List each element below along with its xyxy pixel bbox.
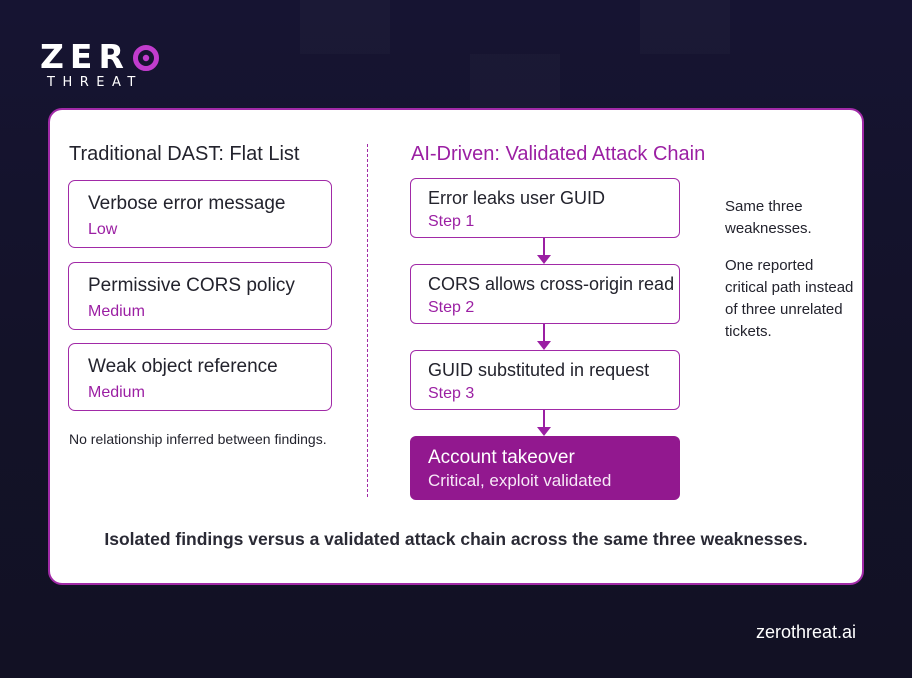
background-tile — [470, 54, 560, 108]
outcome-card: Account takeover Critical, exploit valid… — [410, 436, 680, 500]
footer-url: zerothreat.ai — [756, 622, 857, 642]
logo-wordmark: ZER — [40, 40, 160, 74]
left-column-note: No relationship inferred between finding… — [69, 431, 327, 447]
logo-subtitle: THREAT — [47, 75, 143, 90]
column-divider — [367, 144, 368, 497]
side-note: Same three weaknesses. — [725, 198, 812, 237]
background-tile — [300, 0, 390, 54]
chain-step: CORS allows cross-origin read Step 2 — [410, 264, 680, 324]
finding-severity: Low — [88, 221, 118, 238]
down-arrow-icon — [537, 410, 551, 436]
zerothreat-logo: ZER THREAT — [40, 40, 180, 92]
finding-name: Verbose error message — [88, 193, 286, 214]
down-arrow-icon — [537, 238, 551, 264]
left-column-title: Traditional DAST: Flat List — [69, 143, 300, 165]
logo-letters: ZER — [40, 37, 130, 76]
outcome-name: Account takeover — [428, 447, 575, 468]
right-column-title: AI-Driven: Validated Attack Chain — [411, 143, 706, 165]
step-name: GUID substituted in request — [428, 360, 650, 380]
step-name: CORS allows cross-origin read — [428, 274, 675, 294]
chain-step: GUID substituted in request Step 3 — [410, 350, 680, 410]
logo-ring-icon — [132, 44, 159, 71]
finding-card: Verbose error message Low — [68, 180, 332, 248]
finding-severity: Medium — [88, 384, 145, 401]
step-label: Step 3 — [428, 385, 475, 402]
finding-card: Permissive CORS policy Medium — [68, 262, 332, 330]
side-note: One reported critical path instead of th… — [725, 257, 854, 340]
step-label: Step 2 — [428, 299, 475, 316]
background-tile — [640, 0, 730, 54]
down-arrow-icon — [537, 324, 551, 350]
card-caption: Isolated findings versus a validated att… — [104, 529, 808, 549]
comparison-card: Traditional DAST: Flat List AI-Driven: V… — [48, 108, 864, 585]
finding-card: Weak object reference Medium — [68, 343, 332, 411]
step-name: Error leaks user GUID — [428, 188, 606, 208]
finding-name: Weak object reference — [88, 356, 278, 377]
chain-step: Error leaks user GUID Step 1 — [410, 178, 680, 238]
finding-severity: Medium — [88, 303, 145, 320]
outcome-detail: Critical, exploit validated — [428, 471, 612, 490]
step-label: Step 1 — [428, 213, 475, 230]
finding-name: Permissive CORS policy — [88, 275, 295, 296]
